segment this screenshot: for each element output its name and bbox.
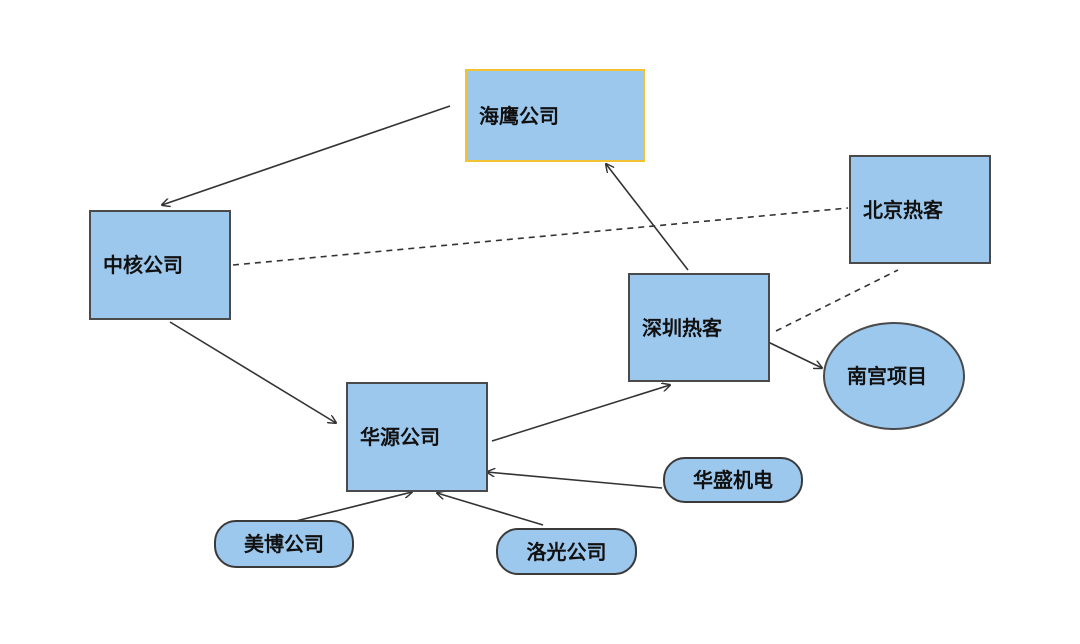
node-luoguang-label: 洛光公司: [526, 539, 607, 564]
edge-shenzhen-to-nangong: [765, 340, 822, 368]
node-beijing[interactable]: 北京热客: [849, 155, 991, 264]
node-meibo[interactable]: 美博公司: [214, 520, 354, 568]
edge-huasheng-to-huayuan: [487, 472, 663, 489]
edge-shenzhen-beijing-dashed: [775, 269, 899, 332]
node-huayuan[interactable]: 华源公司: [346, 382, 488, 492]
node-huasheng-label: 华盛机电: [693, 468, 773, 492]
node-huasheng[interactable]: 华盛机电: [663, 457, 803, 503]
node-haiying[interactable]: 海鹰公司: [465, 69, 645, 162]
node-zhonghe-label: 中核公司: [103, 253, 183, 277]
node-huayuan-label: 华源公司: [360, 425, 440, 449]
node-beijing-label: 北京热客: [863, 197, 943, 222]
node-meibo-label: 美博公司: [244, 532, 324, 556]
node-luoguang[interactable]: 洛光公司: [496, 528, 637, 575]
edge-zhonghe-to-huayuan: [169, 321, 336, 423]
node-shenzhen-label: 深圳热客: [642, 315, 722, 340]
edge-haiying-to-zhonghe: [162, 105, 451, 205]
edge-meibo-to-huayuan: [287, 492, 412, 524]
node-nangong[interactable]: 南宫项目: [823, 322, 965, 430]
node-zhonghe[interactable]: 中核公司: [89, 210, 231, 320]
edge-shenzhen-to-haiying: [606, 164, 689, 271]
node-haiying-label: 海鹰公司: [479, 103, 559, 128]
node-shenzhen[interactable]: 深圳热客: [628, 273, 770, 382]
edge-luoguang-to-huayuan: [437, 493, 544, 526]
node-nangong-label: 南宫项目: [847, 364, 927, 388]
edge-huayuan-to-shenzhen: [491, 385, 670, 442]
edge-zhonghe-beijing-dashed: [232, 207, 849, 266]
